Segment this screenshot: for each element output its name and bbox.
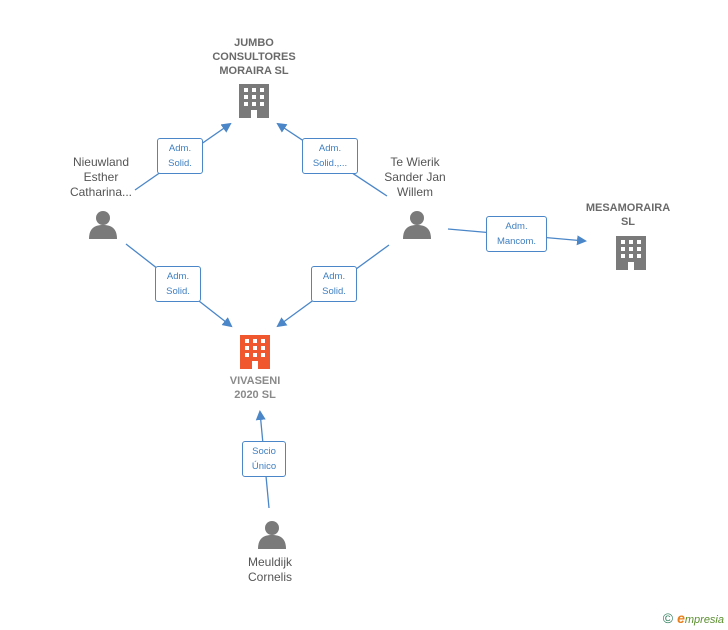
node-label-vivaseni[interactable]: VIVASENI 2020 SL [229,375,281,401]
edge-label-adm-solid[interactable]: Adm. Solid. [155,266,201,302]
edge-label-adm-solid[interactable]: Adm. Solid. [311,266,357,302]
node-label-te-wierik[interactable]: Te Wierik Sander Jan Willem [384,155,446,199]
building-icon[interactable] [616,236,646,270]
copyright-icon: © [662,610,674,626]
focus-building-icon[interactable] [240,335,270,369]
person-icon[interactable] [403,211,431,239]
node-label-jumbo-consultores[interactable]: JUMBO CONSULTORES MORAIRA SL [212,37,296,77]
building-icon[interactable] [239,84,269,118]
node-label-mesamoraira[interactable]: MESAMORAIRA SL [585,202,671,228]
node-label-nieuwland[interactable]: Nieuwland Esther Catharina... [69,155,133,199]
edge-label-adm-mancom[interactable]: Adm. Mancom. [486,216,547,252]
node-label-meuldijk[interactable]: Meuldijk Cornelis [247,555,292,584]
edge-label-socio-unico[interactable]: Socio Único [242,441,286,477]
person-icon[interactable] [258,521,286,549]
empresia-logo: ©empresia [663,610,724,626]
brand-name: mpresia [684,614,724,626]
person-icon[interactable] [89,211,117,239]
edge-label-adm-solid[interactable]: Adm. Solid. [157,138,203,174]
edge-label-adm-solid-more[interactable]: Adm. Solid.,... [302,138,358,174]
brand-initial: e [677,610,685,626]
